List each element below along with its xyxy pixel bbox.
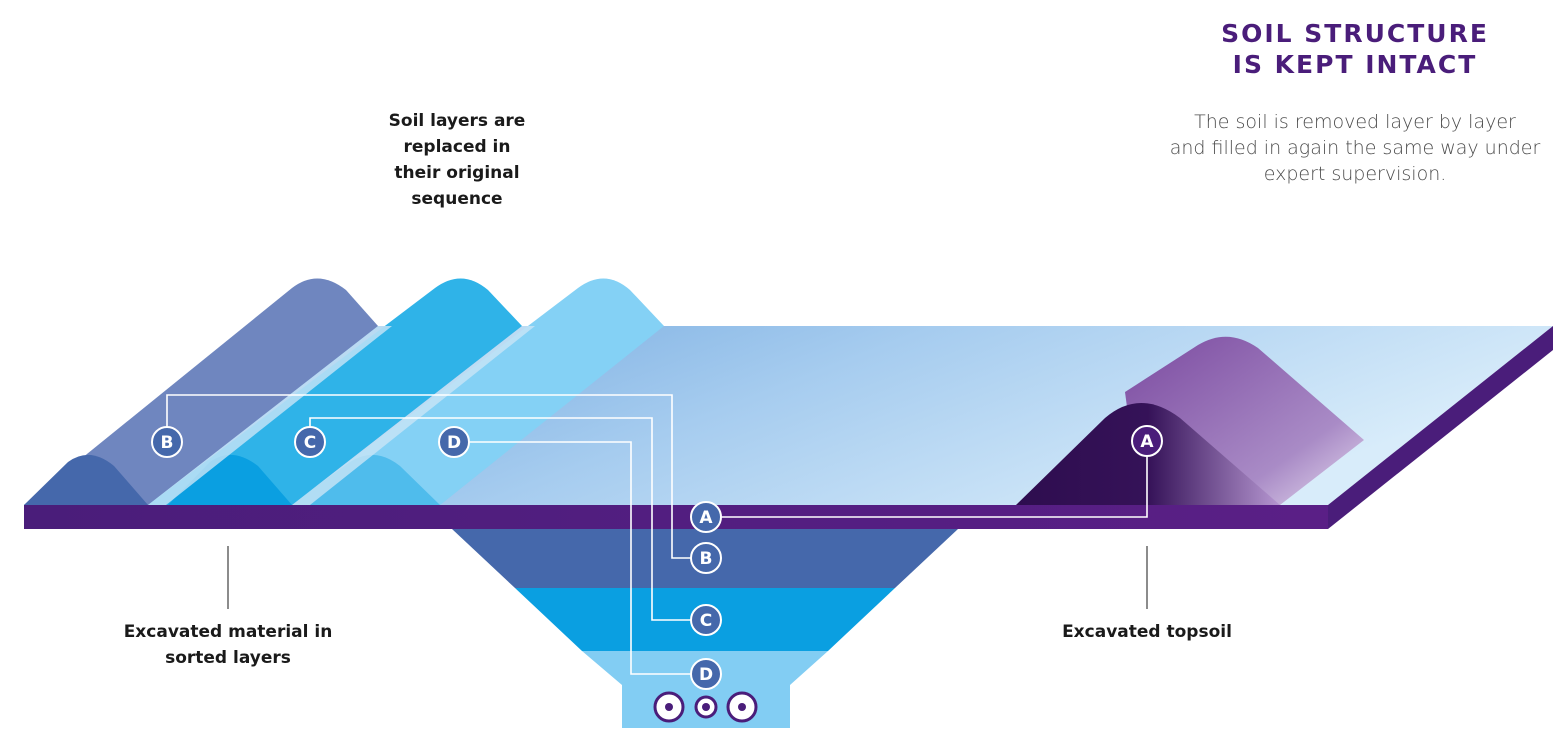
marker-layer-d: D (690, 658, 722, 690)
marker-pile-a: A (1131, 425, 1163, 457)
label-line: Soil layers are (388, 111, 526, 131)
connector-a (720, 456, 1148, 518)
svg-text:C: C (304, 433, 316, 453)
heading-line: IS KEPT INTACT (1232, 50, 1478, 79)
label-soil-replaced: Soil layers are replaced in their origin… (357, 108, 557, 212)
marker-layer-b: B (690, 542, 722, 574)
connector-b (166, 394, 691, 559)
pile-separator (148, 326, 392, 505)
marker-pile-d: D (438, 426, 470, 458)
pipe-group (653, 691, 758, 723)
svg-text:A: A (699, 508, 713, 528)
description-line: The soil is removed layer by layer (1194, 111, 1516, 133)
svg-text:D: D (447, 433, 461, 453)
heading-line: SOIL STRUCTURE (1221, 19, 1489, 48)
connector-d (469, 441, 691, 675)
svg-text:B: B (700, 549, 713, 569)
pile-d (290, 278, 664, 505)
description-line: and filled in again the same way under (1169, 137, 1541, 159)
label-line: Excavated topsoil (1062, 622, 1232, 642)
svg-text:D: D (699, 665, 713, 685)
marker-pile-c: C (294, 426, 326, 458)
marker-pile-b: B (151, 426, 183, 458)
label-excavated-topsoil: Excavated topsoil (1027, 619, 1267, 645)
label-line: Excavated material in (123, 622, 333, 642)
pile-b (24, 278, 378, 505)
label-excavated-material: Excavated material in sorted layers (98, 619, 358, 671)
label-line: sorted layers (165, 648, 291, 668)
connector-c (309, 417, 691, 621)
label-line: their original (394, 163, 520, 183)
description: The soil is removed layer by layer and f… (1155, 109, 1555, 187)
pile-c (148, 278, 522, 505)
svg-text:B: B (161, 433, 174, 453)
label-line: replaced in (403, 137, 511, 157)
description-line: expert supervision. (1263, 163, 1447, 185)
marker-layer-c: C (690, 604, 722, 636)
svg-text:C: C (700, 611, 712, 631)
pile-separator (292, 326, 535, 505)
heading: SOIL STRUCTURE IS KEPT INTACT (1180, 18, 1530, 80)
label-line: sequence (411, 189, 503, 209)
topsoil-band (24, 505, 1328, 529)
topsoil-band-side (1328, 326, 1553, 529)
svg-text:A: A (1140, 432, 1154, 452)
connector-lines (166, 394, 1148, 675)
marker-layer-a: A (690, 501, 722, 533)
